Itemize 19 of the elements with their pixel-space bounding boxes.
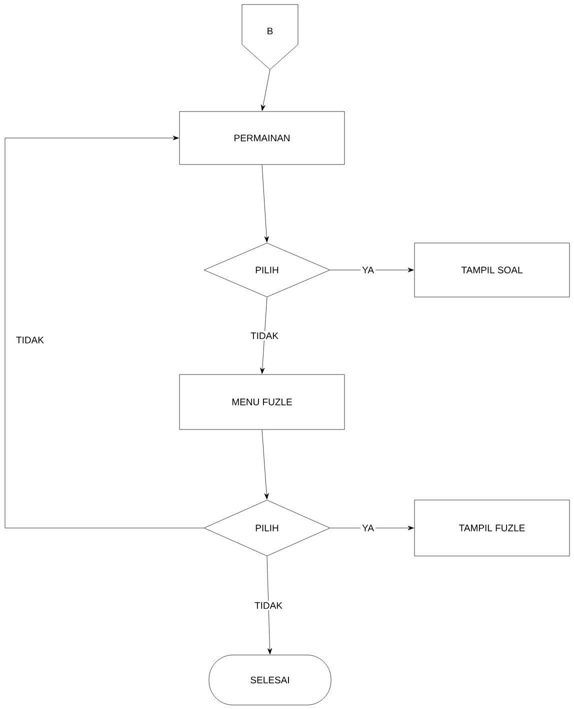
process-box: MENU FUZLE	[179, 374, 345, 430]
arrow	[262, 164, 269, 242]
arrow	[266, 556, 272, 654]
edge-label: TIDAK	[253, 600, 284, 610]
off-page-connector: B	[242, 4, 298, 70]
process-box: PERMAINAN	[179, 111, 345, 165]
edge-label: TIDAK	[249, 330, 280, 341]
edge-label: TIDAK	[14, 335, 46, 345]
edge-label: YA	[360, 265, 376, 275]
process-box: TAMPIL SOAL	[414, 242, 570, 298]
process-box: TAMPIL FUZLE	[414, 500, 570, 556]
arrow	[262, 430, 269, 500]
arrow	[260, 70, 270, 111]
arrow	[330, 268, 414, 272]
arrow	[330, 526, 414, 530]
arrow	[260, 297, 268, 374]
arrow	[4, 136, 204, 528]
terminator: SELESAI	[208, 654, 332, 706]
edge-label: YA	[360, 523, 376, 533]
